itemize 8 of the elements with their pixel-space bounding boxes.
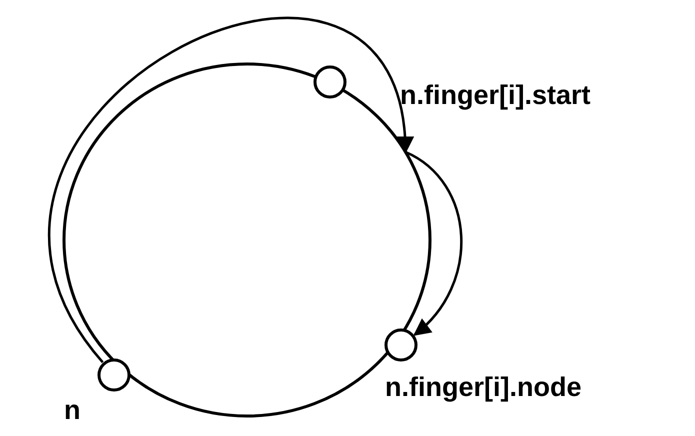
node-label: n.finger[i].start — [400, 80, 591, 111]
arrow — [48, 17, 412, 363]
node-circle — [98, 358, 130, 392]
arrow — [404, 150, 462, 336]
node-circle — [314, 66, 346, 98]
node-label: n.finger[i].node — [385, 372, 582, 403]
node-label: n — [64, 395, 80, 426]
node-circle — [384, 328, 418, 362]
